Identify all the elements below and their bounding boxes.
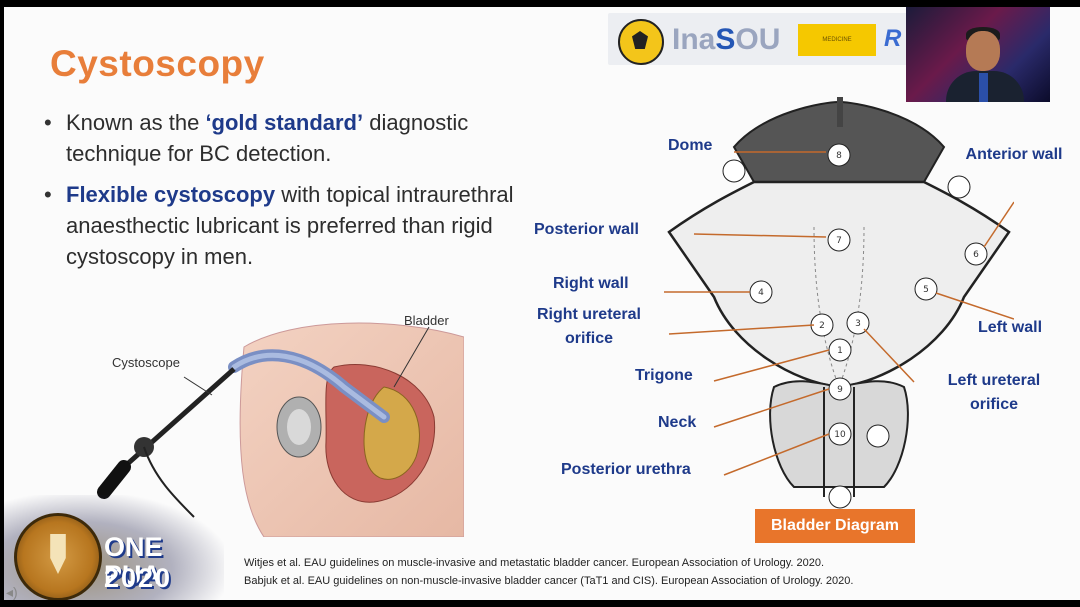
label-left-ureteral-orifice: Left ureteral orifice <box>934 369 1054 417</box>
label-dome: Dome <box>668 134 712 158</box>
label-neck: Neck <box>658 411 696 435</box>
label-posterior-urethra: Posterior urethra <box>561 458 691 482</box>
bladder-diagram-caption: Bladder Diagram <box>755 509 915 543</box>
bullet-text: Known as the <box>66 110 205 135</box>
inasou-logo: InaSOU <box>672 23 780 57</box>
bullet-item: Flexible cystoscopy with topical intraur… <box>42 179 522 272</box>
label-right-ureteral-orifice: Right ureteral orifice <box>524 303 654 351</box>
bullet-item: Known as the ‘gold standard’ diagnostic … <box>42 107 522 169</box>
marker-urethra: 10 <box>834 430 846 440</box>
speaker-webcam <box>906 7 1050 102</box>
label-posterior-wall: Posterior wall <box>534 218 639 242</box>
bladder-diagram: 8 7 6 4 5 2 3 1 9 10 <box>664 97 1014 517</box>
bladder-label: Bladder <box>404 313 449 328</box>
marker-dome: 8 <box>836 151 842 161</box>
marker-anterior-wall: 6 <box>973 250 979 260</box>
bullet-list: Known as the ‘gold standard’ diagnostic … <box>42 107 522 282</box>
marker-left-orifice: 3 <box>855 319 861 329</box>
sponsor-logos: InaSOU MEDICINE R <box>608 13 908 65</box>
slide-title: Cystoscopy <box>50 43 265 85</box>
references: Witjes et al. EAU guidelines on muscle-i… <box>244 554 853 590</box>
marker-neck: 9 <box>837 385 843 395</box>
reference-item: Babjuk et al. EAU guidelines on non-musc… <box>244 572 853 590</box>
bladder-drawing: 8 7 6 4 5 2 3 1 9 10 <box>664 97 1014 517</box>
marker-right-wall: 4 <box>758 288 764 298</box>
r-logo: R <box>884 25 901 53</box>
society-seal-icon <box>618 19 664 65</box>
label-left-wall: Left wall <box>978 316 1042 340</box>
bullet-highlight: Flexible cystoscopy <box>66 182 275 207</box>
marker-right-orifice: 2 <box>819 321 825 331</box>
one-pua-branding: ONE PUA 2020 <box>4 495 224 600</box>
bullet-highlight: ‘gold standard’ <box>205 110 363 135</box>
label-trigone: Trigone <box>635 364 693 388</box>
university-logo: MEDICINE <box>798 24 876 56</box>
audio-icon[interactable]: ◂) <box>6 584 30 602</box>
reference-item: Witjes et al. EAU guidelines on muscle-i… <box>244 554 853 572</box>
one-pua-year: 2020 <box>104 563 172 594</box>
marker-posterior-wall: 7 <box>836 236 842 246</box>
cystoscope-label: Cystoscope <box>112 355 180 370</box>
marker-trigone: 1 <box>837 346 843 356</box>
marker-left-wall: 5 <box>923 285 929 295</box>
label-right-wall: Right wall <box>553 272 629 296</box>
label-anterior-wall: Anterior wall <box>964 143 1064 167</box>
